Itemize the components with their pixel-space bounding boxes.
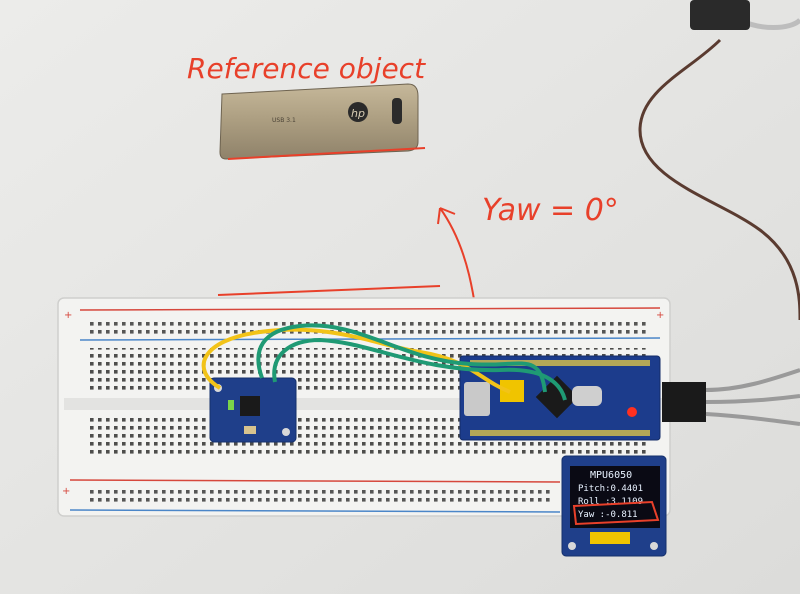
yaw-zero-annotation: Yaw = 0° bbox=[482, 193, 619, 228]
reference-underline bbox=[227, 147, 426, 160]
oled-pitch: Pitch:0.4401 bbox=[578, 484, 643, 494]
rail-plus-label-right: + bbox=[656, 310, 664, 321]
oled-title: MPU6050 bbox=[590, 470, 632, 481]
yaw-highlight-box bbox=[572, 500, 660, 526]
dupont-wires bbox=[705, 368, 800, 426]
oled-module bbox=[561, 455, 667, 557]
usb-stick: hp USB 3.1 bbox=[219, 83, 419, 160]
cable-plug bbox=[690, 0, 750, 30]
green-jumper-wire bbox=[256, 323, 547, 393]
mpu6050-board bbox=[209, 377, 297, 443]
breadboard-reference-line bbox=[217, 285, 441, 296]
oled-yaw: Yaw :-0.811 bbox=[578, 510, 638, 520]
green-jumper-wire-2 bbox=[272, 337, 567, 401]
rail-plus-label-bottom: + bbox=[62, 486, 70, 497]
oled-screen-text: MPU6050 Pitch:0.4401 Roll :3.1109 Yaw :-… bbox=[578, 470, 643, 520]
rail-plus-label: + bbox=[64, 310, 72, 321]
usb-stick-label: USB 3.1 bbox=[272, 117, 296, 124]
arrow-head-icon bbox=[437, 207, 456, 225]
dupont-connector bbox=[662, 382, 706, 422]
reference-object-annotation: Reference object bbox=[187, 52, 426, 85]
oled-roll: Roll :3.1109 bbox=[578, 497, 643, 507]
usb-cable bbox=[638, 38, 800, 321]
usb-brand-logo: hp bbox=[351, 107, 365, 120]
mcu-board bbox=[459, 355, 661, 441]
